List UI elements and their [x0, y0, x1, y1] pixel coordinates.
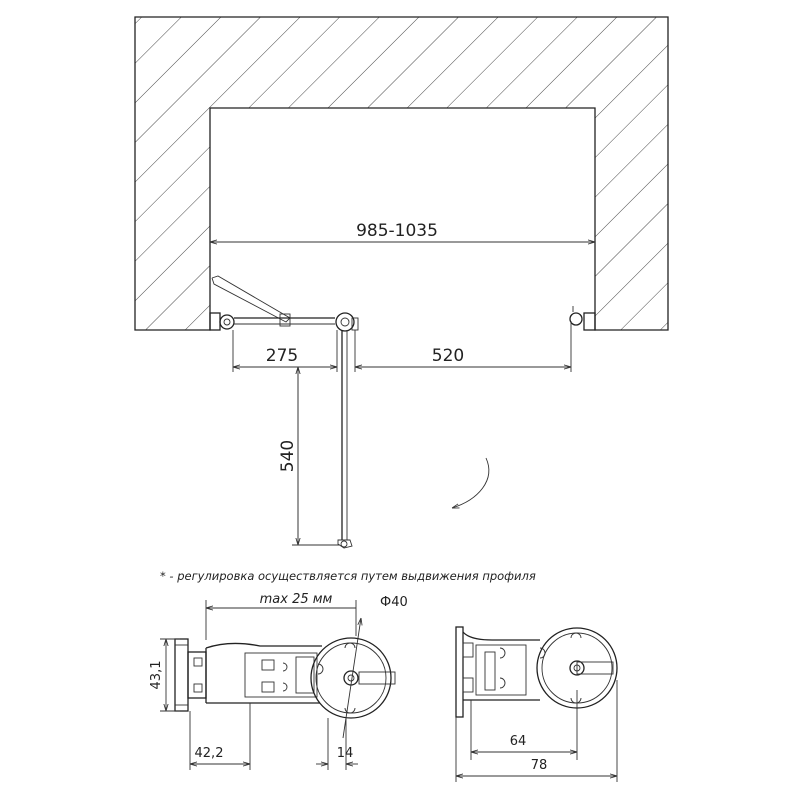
- inner-width-label: 64: [510, 734, 527, 749]
- fixed-panel-label: 275: [266, 346, 298, 366]
- profile-detail-right: 64 78: [455, 626, 618, 782]
- adjustment-note: * - регулировка осуществляется путем выд…: [160, 569, 536, 583]
- width-dimension: 985-1035: [210, 221, 595, 242]
- door-depth-label: 540: [278, 440, 298, 472]
- right-wall-profile: [569, 306, 596, 335]
- wall-niche: [134, 16, 669, 331]
- gap-label: 14: [337, 746, 354, 761]
- profile-width-label: 42,2: [195, 746, 224, 761]
- open-door: [337, 330, 353, 549]
- fixed-panel-dimension: 275: [232, 330, 338, 372]
- max-extension-label: max 25 мм: [260, 592, 333, 607]
- profile-detail-left: max 25 мм Ф40 43,1 42,2 14: [149, 592, 408, 770]
- swing-arrow: [452, 457, 490, 508]
- left-wall-profile: [209, 275, 291, 331]
- door-depth-dimension: 540: [278, 367, 340, 546]
- diameter-label: Ф40: [380, 595, 408, 610]
- width-label: 985-1035: [356, 221, 438, 241]
- outer-width-label: 78: [531, 758, 548, 773]
- door-width-dimension: 520: [354, 330, 572, 372]
- door-width-label: 520: [432, 346, 464, 366]
- fixed-panel: [234, 312, 359, 332]
- height-label: 43,1: [149, 661, 164, 690]
